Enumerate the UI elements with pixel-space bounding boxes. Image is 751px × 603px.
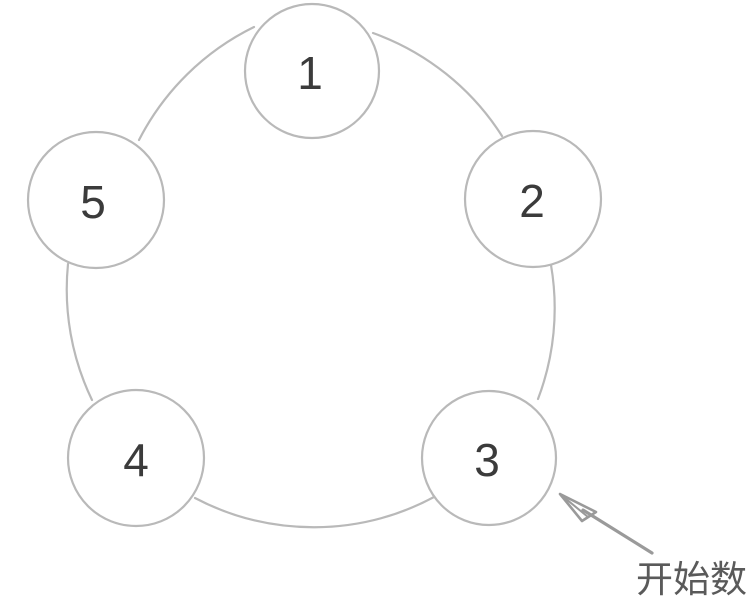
node-5[interactable]: 5 bbox=[26, 130, 166, 270]
arrow-shaft bbox=[581, 508, 654, 555]
start-annotation-label: 开始数 bbox=[636, 558, 747, 601]
link-arc-1-2 bbox=[371, 31, 504, 138]
node-5-circle[interactable] bbox=[26, 130, 166, 270]
link-arcs bbox=[65, 25, 556, 529]
node-1[interactable]: 1 bbox=[243, 2, 381, 140]
node-2-circle[interactable] bbox=[463, 129, 603, 269]
node-4-circle[interactable] bbox=[66, 388, 206, 528]
node-3-label: 3 bbox=[474, 434, 500, 486]
node-3-circle[interactable] bbox=[420, 389, 558, 527]
arrow-head-spine bbox=[559, 493, 589, 518]
arrow-head-icon bbox=[558, 492, 598, 523]
node-4-label: 4 bbox=[123, 434, 149, 486]
start-annotation-arrow bbox=[558, 492, 654, 555]
link-arc-3-4 bbox=[193, 495, 436, 529]
node-5-label: 5 bbox=[80, 176, 106, 228]
link-arc-4-5 bbox=[65, 262, 94, 402]
node-2-label: 2 bbox=[519, 175, 545, 227]
link-arc-2-3 bbox=[536, 263, 556, 401]
node-2[interactable]: 2 bbox=[463, 129, 603, 269]
node-3[interactable]: 3 bbox=[420, 389, 558, 527]
node-4[interactable]: 4 bbox=[66, 388, 206, 528]
node-1-circle[interactable] bbox=[243, 2, 381, 140]
node-1-label: 1 bbox=[297, 47, 323, 99]
link-arc-5-1 bbox=[137, 25, 256, 142]
